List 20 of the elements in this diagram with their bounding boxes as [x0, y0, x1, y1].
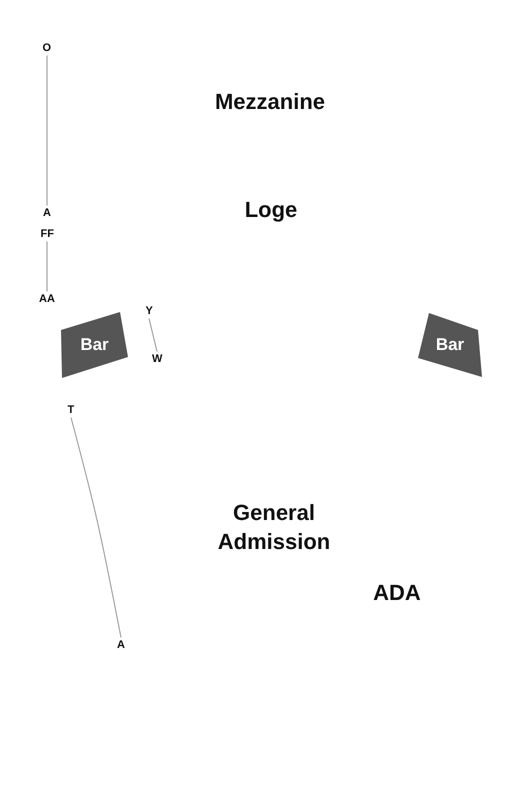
row-label: O: [42, 42, 52, 54]
row-label: T: [68, 404, 74, 416]
bar-label: Bar: [79, 335, 110, 355]
row-label: A: [117, 638, 125, 652]
row-label: W: [152, 352, 162, 366]
bar-label: Bar: [434, 335, 466, 355]
bar-area: [418, 313, 482, 377]
row-label: AA: [39, 292, 55, 306]
row-label: FF: [40, 228, 54, 240]
row-label: Y: [146, 304, 153, 318]
row-range-line: [46, 55, 48, 206]
section-label: Loge: [244, 196, 298, 224]
row-range-line: [70, 417, 122, 638]
section-label: Mezzanine: [214, 88, 326, 116]
bar-area: [61, 312, 128, 378]
row-range-line: [46, 241, 48, 292]
row-range-line: [148, 318, 158, 352]
row-label: A: [43, 206, 51, 220]
section-label: ADA: [372, 579, 422, 607]
section-label: General Admission: [216, 499, 332, 556]
